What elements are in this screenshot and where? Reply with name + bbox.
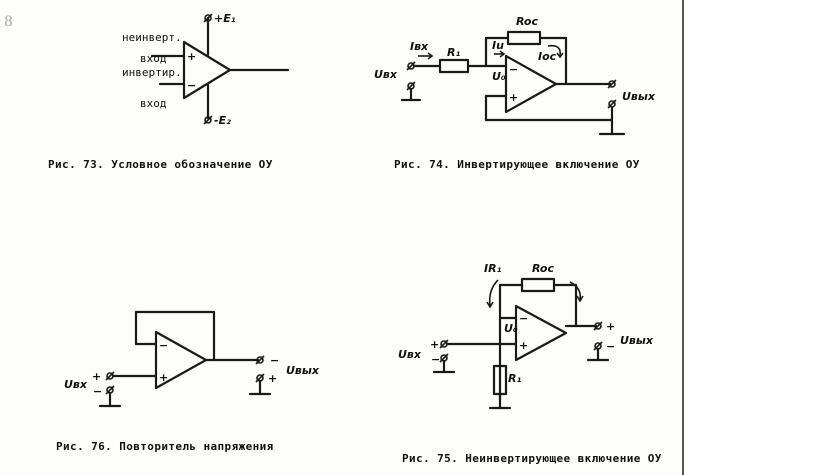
fig75-caption: Рис. 75. Неинвертирующее включение ОУ xyxy=(402,452,662,465)
fig75-in-minus: − xyxy=(431,353,440,366)
fig73-noninv-label-1: неинверт. xyxy=(122,31,182,44)
fig76-minus-sign: − xyxy=(159,339,168,352)
fig76-in-plus: + xyxy=(92,370,101,383)
fig73-inv-label-1: инвертир. xyxy=(122,66,182,79)
right-margin-panel xyxy=(682,0,819,475)
fig74-caption: Рис. 74. Инвертирующее включение ОУ xyxy=(394,158,640,171)
fig73-supply-pos: +E₁ xyxy=(214,12,236,25)
fig73-inv-label-2: вход xyxy=(140,97,167,110)
fig76-in-minus: − xyxy=(93,385,102,398)
fig75-u0-label: U₀ xyxy=(504,322,518,335)
fig74-r1-label: R₁ xyxy=(447,46,460,59)
fig75-uin-label: Uвх xyxy=(398,348,422,361)
fig76-caption: Рис. 76. Повторитель напряжения xyxy=(56,440,274,453)
fig74-u0-label: U₀ xyxy=(492,70,506,83)
fig73-plus-sign: + xyxy=(187,50,196,63)
fig74-iin-label: Iвх xyxy=(410,40,429,53)
fig75-in-plus: + xyxy=(430,338,439,351)
fig73-caption: Рис. 73. Условное обозначение ОУ xyxy=(48,158,273,171)
fig75-uout-label: Uвых xyxy=(620,334,654,347)
fig76-follower-circuit xyxy=(98,310,272,408)
fig74-plus-sign: + xyxy=(509,91,518,104)
fig74-iu-label: Iu xyxy=(492,39,504,52)
fig74-uin-label: Uвх xyxy=(374,68,398,81)
fig74-roc-label: Roc xyxy=(516,15,538,28)
fig74-ioc-label: Ioc xyxy=(538,50,557,63)
fig76-plus-sign: + xyxy=(159,371,168,384)
fig75-r1-label: R₁ xyxy=(508,372,521,385)
fig75-out-plus: + xyxy=(606,320,615,333)
fig73-minus-sign: − xyxy=(187,79,196,92)
fig76-out-plus: + xyxy=(268,372,277,385)
fig74-minus-sign: − xyxy=(509,63,518,76)
fig75-plus-sign: + xyxy=(519,339,528,352)
fig75-ir1-label: IR₁ xyxy=(484,262,502,275)
fig75-minus-sign: − xyxy=(519,312,528,325)
fig76-uin-label: Uвх xyxy=(64,378,88,391)
fig74-uout-label: Uвых xyxy=(622,90,656,103)
fig75-noninverting-circuit xyxy=(432,277,610,410)
fig73-opamp-symbol xyxy=(150,13,290,125)
fig73-supply-neg: -E₂ xyxy=(214,114,231,127)
fig75-out-minus: − xyxy=(606,340,615,353)
fig75-roc-label: Roc xyxy=(532,262,554,275)
fig76-out-minus: − xyxy=(270,354,279,367)
fig74-inverting-circuit xyxy=(400,30,626,136)
document-page xyxy=(0,0,682,475)
fig73-noninv-label-2: вход xyxy=(140,52,167,65)
margin-mark: 8 xyxy=(4,14,13,30)
fig76-uout-label: Uвых xyxy=(286,364,320,377)
